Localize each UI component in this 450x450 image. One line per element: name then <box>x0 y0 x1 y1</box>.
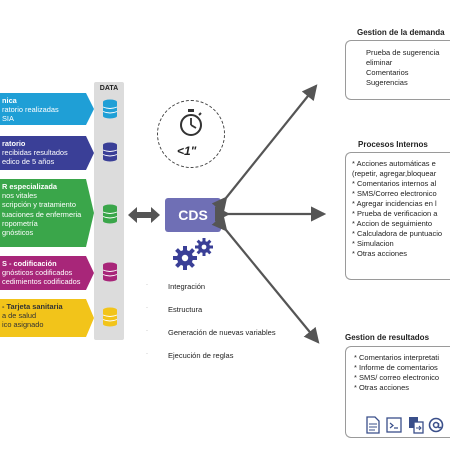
database-icon <box>102 142 118 162</box>
database-icon <box>102 99 118 119</box>
timer-label: <1" <box>177 144 197 158</box>
internal-item: * SMS/Correo electronico <box>352 189 437 198</box>
demand-title: Gestion de la demanda <box>357 28 445 37</box>
cds-list-item: ·Estructura <box>146 305 203 314</box>
banner-line: a de salud <box>2 311 37 321</box>
terminal-icon <box>386 417 402 433</box>
demand-item: Prueba de sugerencia <box>366 48 440 57</box>
demand-item: eliminar <box>366 58 393 67</box>
banner-title: nica <box>2 96 17 105</box>
arrow-to-demand <box>211 84 318 214</box>
banner-line: tuaciones de enfermeria <box>2 209 82 219</box>
internal-item: * Prueba de verificacion a <box>352 209 438 218</box>
banner-line: gnósticos <box>2 228 34 238</box>
banner-codificacion: S - codificación gnósticos codificados c… <box>0 256 94 290</box>
database-icon <box>102 307 118 327</box>
banner-title: R especializada <box>2 182 58 191</box>
bidirectional-arrow-icon <box>128 207 160 223</box>
internal-item: * Acciones automáticas e <box>352 159 436 168</box>
demand-box: Prueba de sugerencia eliminar Comentario… <box>345 40 450 100</box>
cds-label: CDS <box>178 207 208 223</box>
data-column-label: DATA <box>99 85 119 92</box>
banner-laboratorio: ratorio recibidas resultados edico de 5 … <box>0 136 94 170</box>
internal-box: * Acciones automáticas e (repetir, agreg… <box>345 152 450 280</box>
banner-line: scripción y tratamiento <box>2 200 76 210</box>
internal-item: * Otras acciones <box>352 249 408 258</box>
gears-icon <box>173 238 213 270</box>
banner-hcr: R especializada nos vitales scripción y … <box>0 179 94 247</box>
data-column: DATA <box>94 82 124 340</box>
results-item: * Comentarios interpretati <box>354 353 440 362</box>
results-item: * Otras acciones <box>354 383 410 392</box>
internal-item: (repetir, agregar,bloquear <box>352 169 437 178</box>
banner-clinica: nica ratorio realizadas SIA <box>0 93 94 125</box>
banner-line: ropometría <box>2 218 38 228</box>
database-icon <box>102 262 118 282</box>
results-item: * SMS/ correo electronico <box>354 373 440 382</box>
banner-line: SIA <box>2 114 14 124</box>
demand-item: Sugerencias <box>366 78 408 87</box>
internal-item: * Agregar incidencias en l <box>352 199 437 208</box>
at-sign-icon <box>428 417 444 433</box>
banner-line: gnósticos codificados <box>2 268 73 278</box>
cds-list-item: ·Ejecución de reglas <box>146 351 234 360</box>
stopwatch-icon <box>180 109 202 136</box>
arrow-to-results <box>211 214 320 344</box>
transfer-icon <box>409 417 424 434</box>
cds-box: CDS <box>165 198 221 232</box>
results-title: Gestion de resultados <box>345 333 430 342</box>
demand-item: Comentarios <box>366 68 409 77</box>
cds-list-item: ·Integración <box>146 282 206 291</box>
banner-line: ratorio realizadas <box>2 105 59 115</box>
results-item: * Informe de comentarios <box>354 363 438 372</box>
banner-line: ico asignado <box>2 320 44 330</box>
internal-item: * Simulacion <box>352 239 394 248</box>
internal-title: Procesos Internos <box>358 140 428 149</box>
banner-line: recibidas resultados <box>2 148 68 158</box>
internal-item: * Comentarios internos al <box>352 179 437 188</box>
banner-tarjeta: - Tarjeta sanitaria a de salud ico asign… <box>0 299 94 337</box>
internal-item: * Calculadora de puntuacio <box>352 229 443 238</box>
banner-line: nos vitales <box>2 191 37 201</box>
document-icon <box>366 416 380 434</box>
banner-title: ratorio <box>2 139 26 148</box>
banner-title: S - codificación <box>2 259 57 268</box>
banner-line: cedimientos codificados <box>2 277 81 287</box>
banner-line: edico de 5 años <box>2 157 55 167</box>
banner-title: - Tarjeta sanitaria <box>2 302 63 311</box>
database-icon <box>102 204 118 224</box>
internal-item: * Accion de seguimiento <box>352 219 433 228</box>
